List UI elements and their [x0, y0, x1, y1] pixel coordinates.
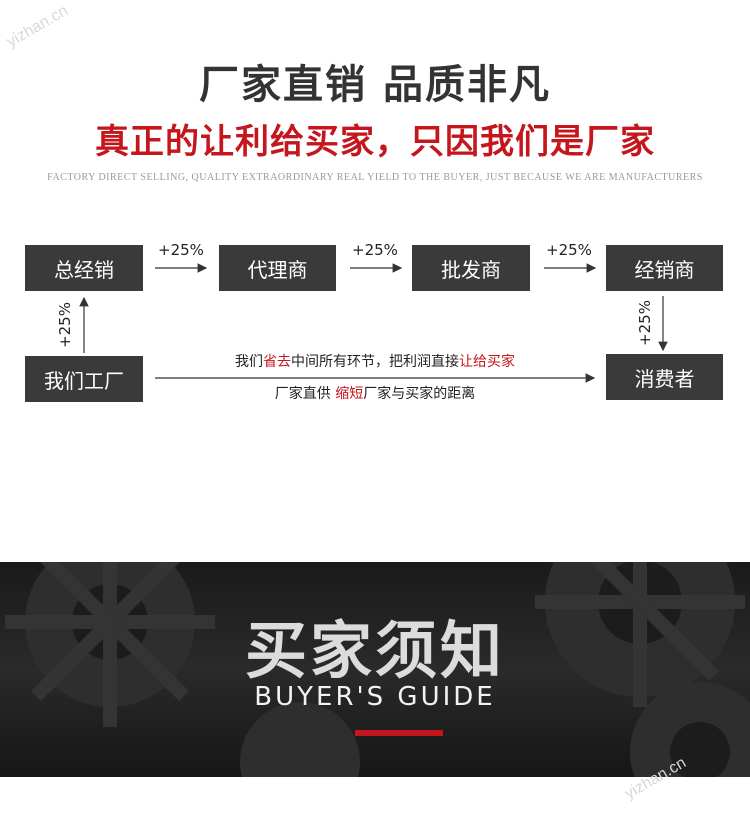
slogan: 真正的让利给买家，只因我们是厂家	[95, 122, 655, 162]
markup-label-2: +25%	[352, 241, 398, 259]
node-dealer: 经销商	[606, 245, 723, 291]
text-part: 中间所有环节，把利润直接	[291, 354, 459, 370]
direct-line-top-text: 我们省去中间所有环节，把利润直接让给买家	[150, 351, 600, 371]
accent-bar	[355, 730, 443, 736]
english-subtitle: FACTORY DIRECT SELLING, QUALITY EXTRAORD…	[47, 172, 703, 183]
text-highlight: 缩短	[335, 386, 364, 402]
markup-label-5: +25%	[635, 300, 654, 346]
text-highlight: 省去	[263, 354, 291, 370]
gear-background	[5, 562, 750, 777]
node-factory: 我们工厂	[25, 356, 143, 402]
node-consumer: 消费者	[606, 354, 723, 400]
banner-title: 买家须知	[244, 614, 505, 687]
text-part: 我们	[235, 354, 263, 370]
text-part: 厂家与买家的距离	[363, 386, 476, 402]
node-wholesaler: 批发商	[412, 245, 530, 291]
node-agent: 代理商	[219, 245, 336, 291]
page-title: 厂家直销 品质非凡	[199, 62, 551, 108]
text-highlight: 让给买家	[459, 354, 515, 370]
node-general-distributor: 总经销	[25, 245, 143, 291]
markup-label-4: +25%	[55, 302, 74, 348]
buyer-guide-banner: 买家须知 BUYER'S GUIDE	[0, 562, 750, 777]
flow-arrows	[79, 263, 668, 383]
markup-label-3: +25%	[546, 241, 592, 259]
banner-subtitle: BUYER'S GUIDE	[254, 682, 496, 712]
markup-label-1: +25%	[158, 241, 204, 259]
text-part: 厂家直供	[274, 386, 336, 402]
direct-line-bottom-text: 厂家直供 缩短厂家与买家的距离	[150, 383, 600, 403]
